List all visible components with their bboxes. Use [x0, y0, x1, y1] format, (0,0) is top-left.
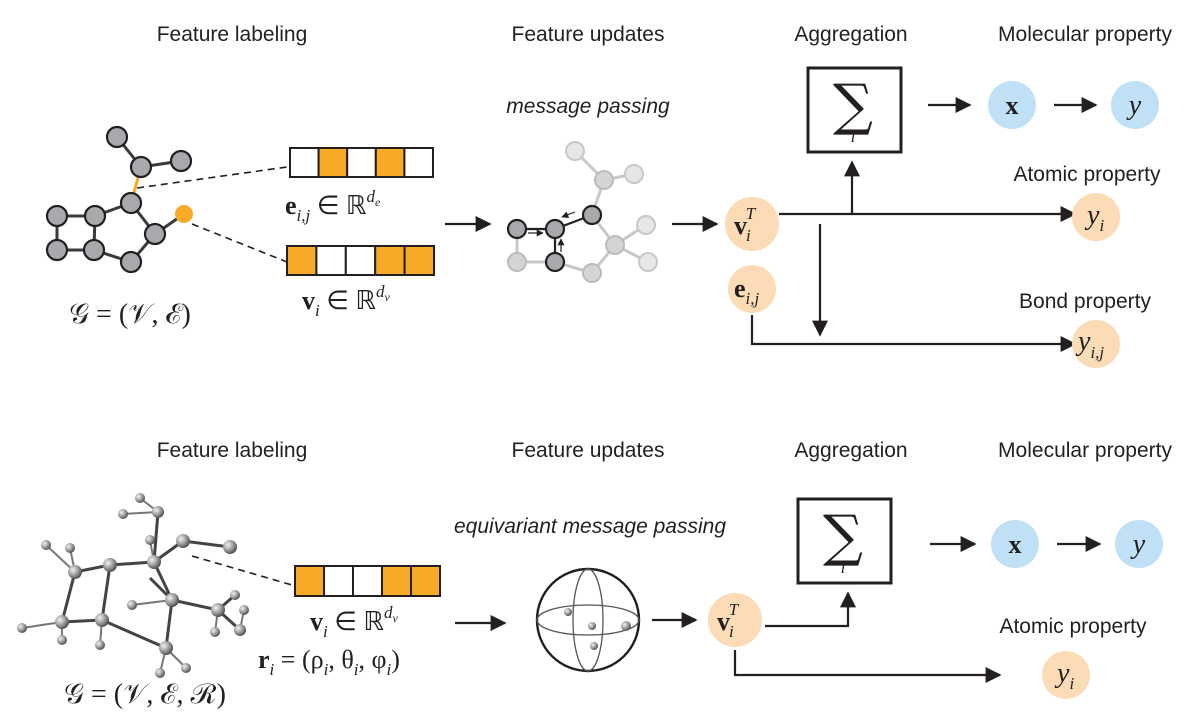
bottom-header-molecular-property: Molecular property [998, 439, 1172, 462]
arrow-edge-to-bond-property [750, 315, 1077, 352]
bottom-molecular-y-bubble [1115, 520, 1163, 568]
atomic-property-label: Atomic property [1013, 163, 1161, 186]
molecular-y-bubble [1111, 81, 1159, 129]
bottom-3d-molecule [17, 493, 249, 678]
bottom-node-feature-vector [294, 565, 441, 597]
bottom-header-aggregation: Aggregation [794, 439, 907, 462]
node-feature-label: viT [734, 204, 757, 245]
feature-cell [403, 245, 435, 276]
bottom-header-feature-labeling: Feature labeling [157, 439, 308, 462]
feature-cell [317, 147, 349, 178]
molecular-x-label: x [1006, 91, 1019, 120]
feature-cell [344, 245, 377, 276]
sum-aggregation-box [806, 66, 903, 154]
feature-cell [410, 565, 441, 597]
bottom-sum-symbol: ∑ [823, 504, 863, 569]
bottom-atomic-y-bubble [1042, 651, 1090, 699]
message-passing-label: message passing [506, 95, 670, 118]
top-header-feature-updates: Feature updates [512, 23, 665, 46]
bond-y-bubble [1072, 320, 1120, 368]
molecular-y-label: y [1126, 90, 1142, 121]
node-feature-equation: vi ∈ ℝdv [302, 282, 390, 320]
bottom-header-feature-updates: Feature updates [512, 439, 665, 462]
top-header-molecular-property: Molecular property [998, 23, 1172, 46]
bottom-dashed-pointer [191, 555, 293, 586]
bottom-molecular-y-label: y [1130, 529, 1146, 560]
bottom-graph-definition: 𝒢 = (𝒱, ℰ, ℛ) [64, 679, 226, 710]
edge-feature-bubble [728, 265, 776, 313]
highlighted-atom [175, 205, 193, 223]
sum-symbol: ∑ [833, 73, 873, 138]
bottom-node-feature-bubble [708, 593, 762, 647]
feature-cell [374, 147, 406, 178]
edge-feature-label: ei,j [734, 274, 760, 308]
top-panel: Feature labeling Feature updates Aggrega… [45, 23, 1172, 368]
feature-cell [346, 147, 377, 178]
bottom-atomic-property-label: Atomic property [999, 615, 1147, 638]
arrow-bottom-to-atomic [733, 650, 1002, 683]
bottom-atomic-y-label: yi [1054, 658, 1074, 693]
bottom-node-feature-label: viT [717, 600, 740, 641]
bottom-molecular-x-label: x [1009, 530, 1022, 559]
edge-feature-equation: ei,j ∈ ℝde [285, 187, 381, 225]
equivariance-sphere [535, 567, 641, 673]
sum-index: i [851, 127, 856, 146]
feature-cell [381, 565, 412, 597]
bottom-sum-index: i [841, 558, 846, 577]
feature-cell [286, 245, 318, 276]
bond-property-label: Bond property [1019, 290, 1151, 313]
feature-cell [294, 565, 325, 597]
position-equation: ri = (ρi, θi, φi) [258, 645, 400, 679]
bottom-node-feature-equation: vi ∈ ℝdv [310, 603, 398, 641]
bottom-molecular-x-bubble [991, 520, 1039, 568]
feature-cell [323, 565, 354, 597]
molecular-x-bubble [988, 81, 1036, 129]
feature-cell [352, 565, 383, 597]
node-feature-bubble [725, 197, 779, 251]
node-feature-vector [286, 245, 435, 276]
bond-y-label: yi,j [1075, 326, 1104, 362]
top-header-feature-labeling: Feature labeling [157, 23, 308, 46]
edge-feature-vector [289, 147, 435, 178]
atomic-y-bubble [1072, 193, 1120, 241]
top-header-aggregation: Aggregation [794, 23, 907, 46]
message-passing-graph [506, 141, 658, 283]
bottom-panel: Feature labeling Feature updates Aggrega… [17, 439, 1172, 710]
feature-cell [374, 245, 406, 276]
edge-dashed-pointer [136, 166, 288, 189]
feature-cell [315, 245, 347, 276]
top-molecule-graph [45, 125, 193, 274]
bottom-sum-aggregation-box [796, 497, 893, 585]
feature-cell [289, 147, 320, 178]
equivariant-message-passing-label: equivariant message passing [454, 515, 726, 538]
atomic-y-label: yi [1084, 200, 1104, 235]
arrow-bottom-to-sum [765, 591, 856, 628]
feature-cell [403, 147, 435, 178]
node-dashed-pointer [191, 223, 288, 263]
graph-definition: 𝒢 = (𝒱, ℰ) [69, 299, 191, 330]
